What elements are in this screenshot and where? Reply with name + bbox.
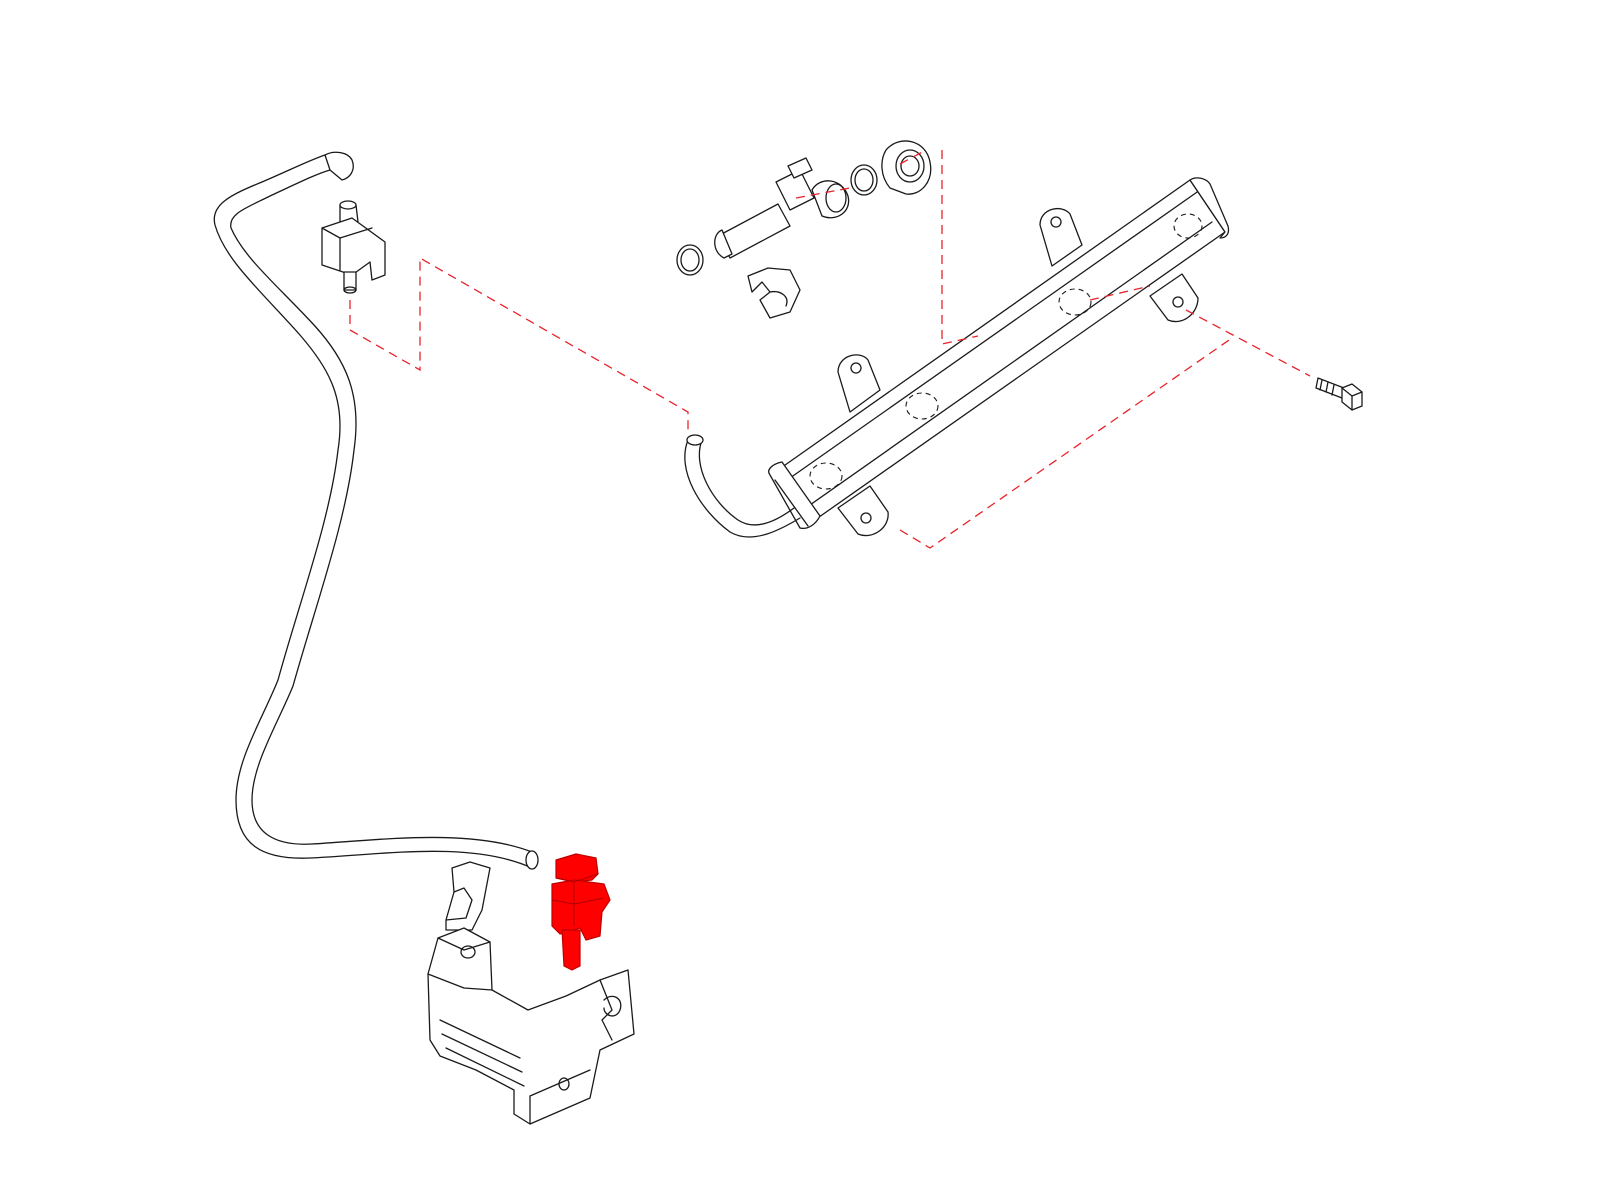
o-ring-lower[interactable] [676,244,704,276]
fuel-rail[interactable] [768,177,1230,537]
upper-fitting[interactable] [321,200,386,294]
injector-clip[interactable] [747,267,801,319]
pressure-regulator-highlighted[interactable] [551,853,611,971]
rail-feed-pipe[interactable] [684,434,801,538]
mounting-bracket[interactable] [427,927,635,1125]
leader-lines [349,149,1311,549]
fuel-injector[interactable] [714,157,850,259]
mounting-bolt[interactable] [1315,377,1363,411]
o-ring-upper[interactable] [850,164,878,196]
insulator[interactable] [881,140,932,195]
fuel-return-hose[interactable] [213,151,539,870]
hose-clamp[interactable] [445,861,491,931]
